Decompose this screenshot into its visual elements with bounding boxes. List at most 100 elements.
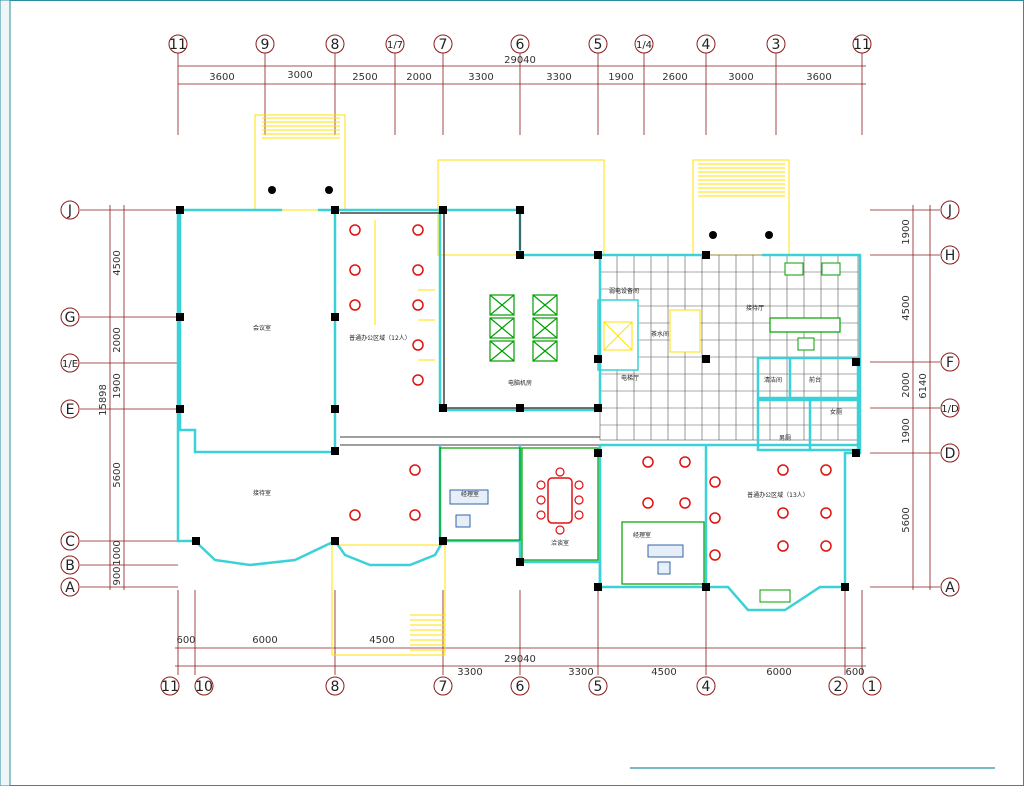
entrance-columns [268,186,773,239]
bottom-dim: 3300 [568,667,593,678]
axis-label: F [946,355,954,371]
top-dim: 3600 [209,72,234,83]
axis-label: 1 [868,679,877,695]
axis-label: J [947,203,952,219]
axis-label: 5 [594,679,603,695]
bottom-dim: 6000 [766,667,791,678]
axis-label: 4 [702,37,711,53]
left-dimension-group [80,205,178,590]
room-label: 接待室 [253,489,271,497]
bottom-dim: 3300 [457,667,482,678]
left-dim: 4500 [112,250,123,275]
axis-label: 2 [834,679,843,695]
room-label: 女厕 [830,408,842,416]
lobby-sofas [759,262,841,603]
top-axis-labels: 11 9 8 1/7 7 6 5 1/4 4 3 11 [169,37,871,53]
stair [669,309,701,353]
axis-label: 9 [261,37,270,53]
bottom-dim: 4500 [651,667,676,678]
room-label: 普通办公区域（13人） [747,491,809,499]
room-label: 经理室 [633,531,651,539]
axis-label: H [945,248,956,264]
right-dim: 4500 [901,295,912,320]
room-label: 电脑机房 [508,379,532,387]
top-dim: 2500 [352,72,377,83]
axis-label: 4 [702,679,711,695]
room-label: 前台 [809,376,821,384]
title-strip [0,0,11,786]
axis-label: 8 [331,679,340,695]
bottom-dim: 600 [176,635,195,646]
left-axis-labels: J G 1/E E C B A [62,203,78,596]
manager-desks [449,489,684,575]
top-dim: 3000 [728,72,753,83]
axis-label: 10 [195,679,213,695]
room-label: 清洁间 [764,376,782,384]
left-dim: 5600 [112,462,123,487]
lobby-tile-grid [599,254,859,441]
room-label: 会议室 [253,324,271,332]
axis-label: 8 [331,37,340,53]
axis-label: 11 [853,37,871,53]
top-dim: 2600 [662,72,687,83]
green-partitions [439,447,705,585]
axis-label: J [67,203,72,219]
right-dim: 5600 [901,507,912,532]
bottom-dim: 4500 [369,635,394,646]
left-axis-bubbles [60,200,80,597]
room-label: 茶水间 [651,330,669,338]
axis-label: B [65,558,75,574]
columns [176,206,860,591]
left-dim: 1900 [112,373,123,398]
axis-label: A [65,580,75,596]
right-dim: 1900 [901,418,912,443]
conference-table [536,467,584,535]
axis-label: 1/7 [387,40,403,51]
axis-label: 7 [439,37,448,53]
bottom-dimension-group [175,590,866,675]
right-dim: 1900 [901,219,912,244]
room-label: 经理室 [461,490,479,498]
left-dim: 900 [112,566,123,585]
room-label: 普通办公区域（12人） [349,334,411,342]
room-label: 弱电设备间 [609,287,639,295]
left-office-desks [374,220,435,361]
elevator-x2 [603,321,633,351]
left-dims: 4500 2000 1900 5600 1000 900 [112,250,123,585]
right-dim: 2000 [901,372,912,397]
right-axis-labels: J H F 1/D D A [941,203,959,596]
server-racks [489,294,558,362]
room-label: 接待厅 [746,304,764,312]
axis-label: 5 [594,37,603,53]
axis-label: E [66,402,75,418]
bottom-axis-bubbles [160,676,882,696]
right-dims: 1900 4500 2000 1900 5600 [901,219,912,532]
axis-label: G [65,310,76,326]
top-dim: 3300 [468,72,493,83]
bottom-overall-dim: 29040 [504,654,536,665]
left-dim: 1000 [112,540,123,565]
entrance-steps [254,114,790,656]
chairs [349,224,832,561]
axis-label: 3 [772,37,781,53]
left-overall-dim: 15898 [98,384,109,416]
axis-label: A [945,580,955,596]
axis-label: 7 [439,679,448,695]
top-overall-dim: 29040 [504,55,536,66]
right-overall-dim: 6140 [918,373,929,398]
bottom-axis-labels: 11 10 8 7 6 5 4 2 1 [161,679,876,695]
lobby-reception-counter [769,317,841,333]
right-axis-bubbles [940,200,960,597]
right-dimension-group [870,205,940,590]
room-label: 电梯厅 [621,374,639,382]
top-axis-bubbles [168,34,872,54]
corridor-lines [340,436,600,446]
axis-label: 11 [161,679,179,695]
room-label: 男厕 [779,435,791,442]
axis-label: C [65,534,75,550]
axis-label: 1/D [941,404,959,415]
top-dim: 2000 [406,72,431,83]
room-labels: 会议室 普通办公区域（12人） 电脑机房 接待室 经理室 洽谈室 经理室 普通办… [253,287,842,547]
top-dim: 3300 [546,72,571,83]
